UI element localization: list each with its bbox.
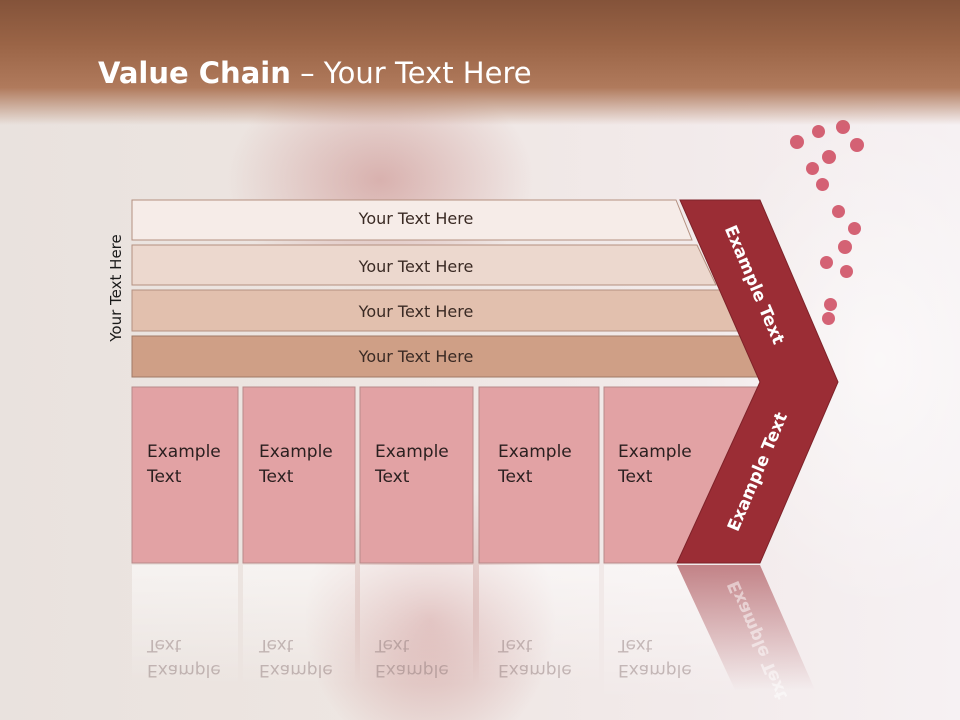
berry-decoration [832, 205, 845, 218]
berry-decoration [822, 150, 836, 164]
slide-title: Value Chain – Your Text Here [98, 56, 532, 90]
primary-column-1[interactable] [131, 386, 239, 564]
primary-column-4[interactable] [478, 386, 600, 564]
support-bar-4-label: Your Text Here [358, 347, 474, 366]
title-bar [0, 0, 960, 125]
berry-decoration [838, 240, 852, 254]
chevron-reflection [677, 565, 815, 690]
support-bar-1[interactable] [131, 199, 693, 241]
berry-decoration [840, 265, 853, 278]
berry-decoration [820, 256, 833, 269]
support-bar-2[interactable] [131, 244, 717, 286]
support-bar-2-label: Your Text Here [358, 257, 474, 276]
berry-decoration [822, 312, 835, 325]
berry-decoration [806, 162, 819, 175]
column-reflection [604, 565, 740, 700]
column-reflection [360, 565, 473, 685]
column-reflection [243, 565, 355, 685]
berry-decoration [824, 298, 837, 311]
berry-decoration [790, 135, 804, 149]
berry-decoration [816, 178, 829, 191]
support-bar-1-label: Your Text Here [358, 209, 474, 228]
primary-column-2[interactable] [242, 386, 356, 564]
berry-decoration [850, 138, 864, 152]
berry-decoration [812, 125, 825, 138]
column-reflection [132, 565, 238, 685]
support-bar-3-label: Your Text Here [358, 302, 474, 321]
column-reflection [479, 565, 599, 685]
margin-chevron[interactable] [676, 199, 839, 564]
primary-column-3[interactable] [359, 386, 474, 564]
berry-decoration [848, 222, 861, 235]
